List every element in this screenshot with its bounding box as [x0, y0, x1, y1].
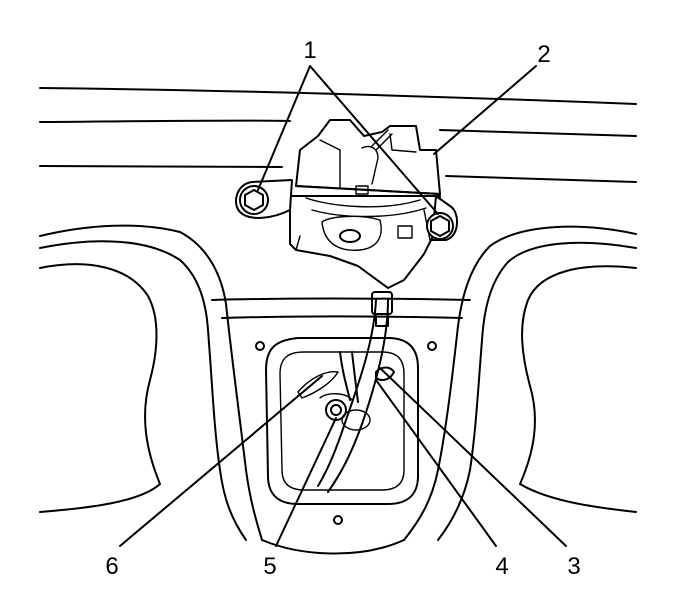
right-bolt [426, 212, 454, 240]
callout-6: 6 [105, 553, 118, 580]
callout-5: 5 [263, 553, 276, 580]
callout-4: 4 [495, 553, 508, 580]
callout-1: 1 [303, 37, 316, 64]
recess-opening [255, 337, 437, 525]
callout-2: 2 [537, 41, 550, 68]
cables [317, 291, 395, 493]
left-bolt [239, 185, 269, 215]
callout-3: 3 [567, 553, 580, 580]
latch-assembly [235, 119, 458, 289]
leader-lines [119, 65, 567, 547]
callout-labels: 1 2 3 4 5 6 [105, 37, 580, 580]
panel-edge-lines [39, 87, 637, 183]
inner-panel [39, 224, 637, 555]
